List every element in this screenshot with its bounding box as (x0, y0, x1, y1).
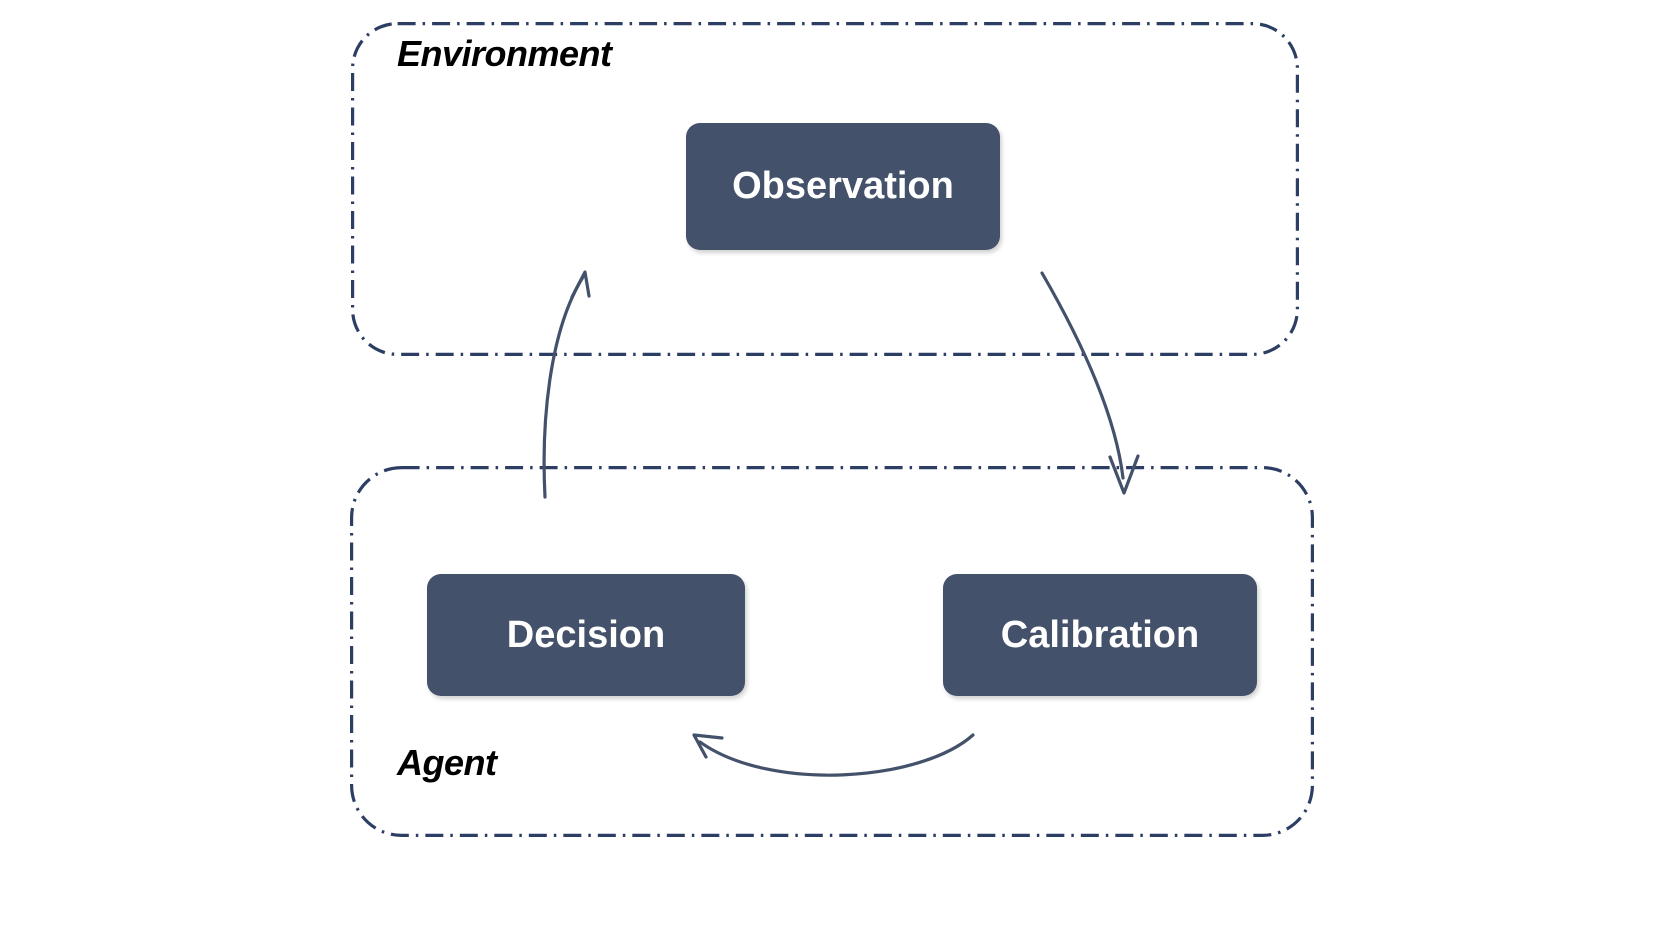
node-decision[interactable]: Decision (427, 574, 745, 696)
agent-container (350, 466, 1314, 837)
agent-label: Agent (397, 742, 497, 783)
node-observation[interactable]: Observation (686, 123, 1000, 250)
agent-border (350, 466, 1314, 837)
environment-border (351, 22, 1299, 356)
environment-container (351, 22, 1299, 356)
node-calibration[interactable]: Calibration (943, 574, 1257, 696)
environment-label: Environment (397, 33, 612, 74)
